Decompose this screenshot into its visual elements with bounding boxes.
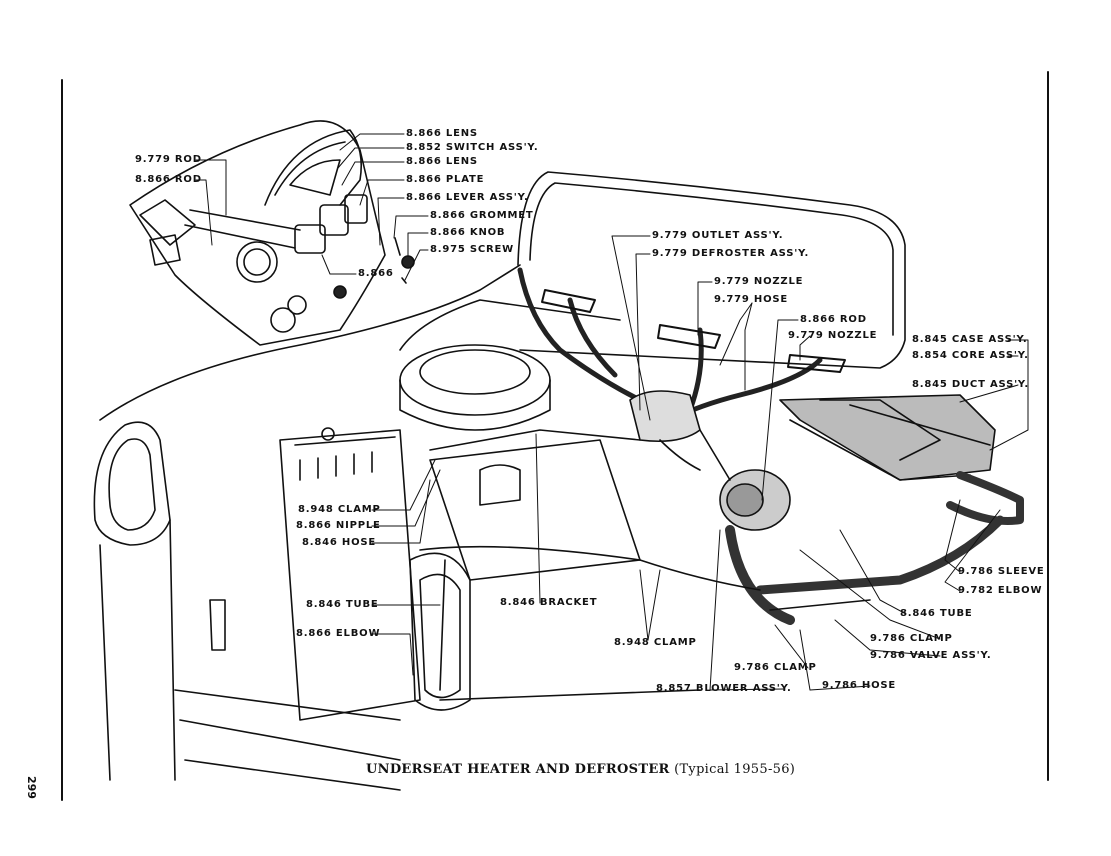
label-hose-left: 8.846 HOSE <box>302 537 377 548</box>
label-sleeve: 9.786 SLEEVE <box>958 566 1045 577</box>
label-elbow-right: 9.782 ELBOW <box>958 585 1043 596</box>
label-outlet-assy: 9.779 OUTLET ASS'Y. <box>652 230 784 241</box>
instrument-panel-inset <box>129 120 415 346</box>
label-lens-mid: 8.866 LENS <box>406 156 478 167</box>
front-end-body <box>93 264 521 791</box>
label-defroster-assy: 9.779 DEFROSTER ASS'Y. <box>652 248 810 259</box>
label-bracket: 8.846 BRACKET <box>500 597 598 608</box>
label-rod-right: 8.866 ROD <box>800 314 867 325</box>
page-number: 299 <box>25 776 38 799</box>
label-lever-assy: 8.866 LEVER ASS'Y. <box>406 192 529 203</box>
heater-case <box>779 394 996 481</box>
caption-main: UNDERSEAT HEATER AND DEFROSTER <box>366 762 670 777</box>
figure-caption: UNDERSEAT HEATER AND DEFROSTER (Typical … <box>366 762 795 777</box>
label-case-assy: 8.845 CASE ASS'Y. <box>912 334 1028 345</box>
label-valve-assy: 9.786 VALVE ASS'Y. <box>870 650 992 661</box>
label-rod-unit: 8.866 <box>358 268 394 279</box>
windshield <box>517 171 906 369</box>
label-nipple: 8.866 NIPPLE <box>296 520 381 531</box>
label-screw: 8.975 SCREW <box>430 244 515 255</box>
label-knob: 8.866 KNOB <box>430 227 506 238</box>
label-blower-assy: 8.857 BLOWER ASS'Y. <box>656 683 792 694</box>
label-nozzle-top: 9.779 NOZZLE <box>714 276 804 287</box>
label-grommet: 8.866 GROMMET <box>430 210 534 221</box>
heater-duct-tubing <box>419 429 1024 691</box>
label-clamp-right: 9.786 CLAMP <box>870 633 953 644</box>
defroster-nozzles <box>541 289 846 373</box>
radiator <box>279 427 421 721</box>
engine-compartment <box>399 299 701 711</box>
label-hose-low: 9.786 HOSE <box>822 680 897 691</box>
label-core-assy: 8.854 CORE ASS'Y. <box>912 350 1029 361</box>
label-elbow-left: 8.866 ELBOW <box>296 628 381 639</box>
air-cleaner <box>399 344 551 431</box>
label-tube-left: 8.846 TUBE <box>306 599 379 610</box>
label-clamp-left: 8.948 CLAMP <box>298 504 381 515</box>
label-rod-left-bottom: 8.866 ROD <box>135 174 202 185</box>
leader-lines <box>195 133 1029 691</box>
label-clamp-mid: 8.948 CLAMP <box>614 637 697 648</box>
label-switch-assy: 8.852 SWITCH ASS'Y. <box>406 142 539 153</box>
label-tube-right: 8.846 TUBE <box>900 608 973 619</box>
label-plate: 8.866 PLATE <box>406 174 485 185</box>
label-lens-top: 8.866 LENS <box>406 128 478 139</box>
label-clamp-low: 9.786 CLAMP <box>734 662 817 673</box>
label-duct-assy: 8.845 DUCT ASS'Y. <box>912 379 1029 390</box>
blower-assembly <box>629 390 795 625</box>
label-hose-top: 9.779 HOSE <box>714 294 789 305</box>
label-rod-left-top: 9.779 ROD <box>135 154 202 165</box>
label-nozzle-right: 9.779 NOZZLE <box>788 330 878 341</box>
caption-sub: (Typical 1955-56) <box>674 762 796 777</box>
